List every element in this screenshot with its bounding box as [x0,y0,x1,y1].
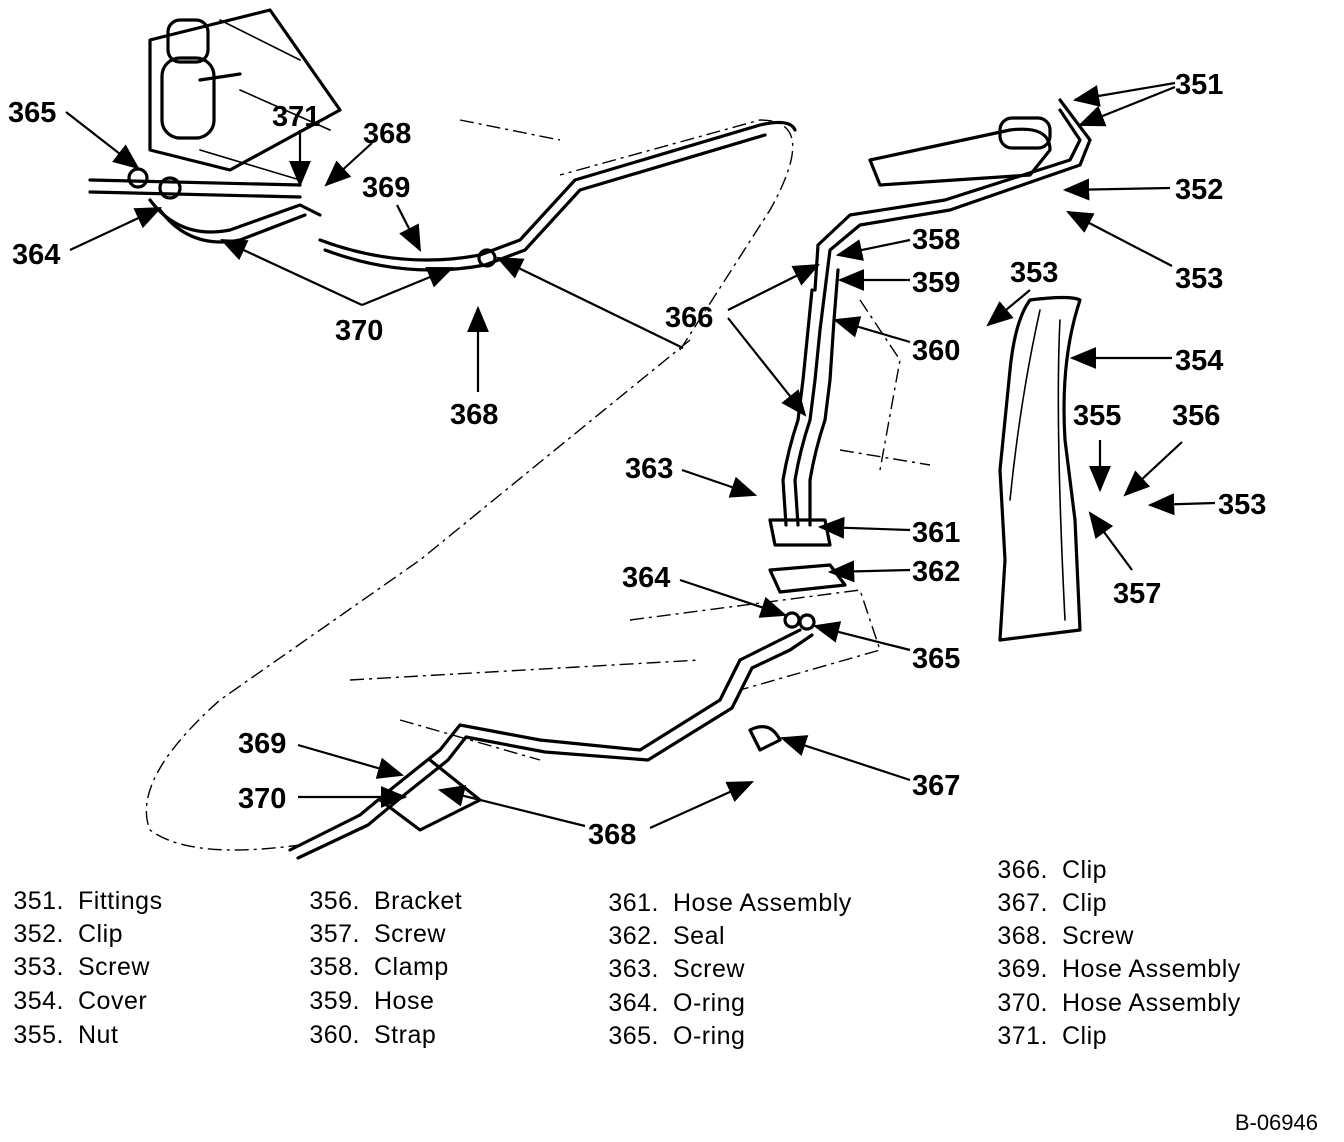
callout-370-a: 370 [335,315,383,347]
callout-360: 360 [912,335,960,367]
callout-364-a: 364 [622,562,670,594]
callout-363: 363 [625,453,673,485]
lower-hose-assembly [288,628,814,860]
figure-code: B-06946 [1234,1110,1318,1135]
callout-369-a: 369 [362,172,410,204]
callout-353-b: 353 [1010,257,1058,289]
vertical-hose-bundle [768,268,847,631]
floor-outline [349,589,881,761]
callout-353-c: 353 [1218,489,1266,521]
pump-assembly [88,8,342,200]
callout-368-b: 368 [450,399,498,431]
exploded-parts-diagram: 351 352 353 353 354 355 356 353 357 358 … [8,8,1266,860]
callout-365-b: 365 [8,97,56,129]
callout-368-c: 368 [588,819,636,851]
tunnel-outline [459,119,931,471]
vehicle-outline [145,119,794,851]
legend-item: 365.O-ring [608,1022,746,1050]
legend-item: 359.Hose [309,987,435,1015]
cover-panel [998,295,1082,642]
callout-355: 355 [1073,400,1121,432]
legend-item: 358.Clamp [309,953,449,981]
callout-353-a: 353 [1175,263,1223,295]
legend-item: 352.Clip [13,920,124,948]
legend-item: 355.Nut [13,1021,119,1049]
legend-item: 370.Hose Assembly [997,989,1241,1017]
callout-354: 354 [1175,345,1223,377]
callout-352: 352 [1175,174,1223,206]
legend-item: 364.O-ring [608,989,746,1017]
callout-364-b: 364 [12,239,60,271]
callout-leaders [65,81,1216,830]
legend-item: 354.Cover [13,987,148,1015]
legend-item: 362.Seal [608,922,726,950]
callout-369-b: 369 [238,728,286,760]
legend-item: 361.Hose Assembly [608,889,852,917]
callout-357: 357 [1113,578,1161,610]
callout-365-a: 365 [912,643,960,675]
legend-item: 369.Hose Assembly [997,955,1241,983]
legend-item: 360.Strap [309,1021,437,1049]
callout-356: 356 [1172,400,1220,432]
callout-358: 358 [912,224,960,256]
callout-351: 351 [1175,69,1223,101]
callout-371: 371 [272,101,320,133]
callout-366: 366 [665,302,713,334]
legend-item: 366.Clip [997,856,1108,884]
legend-item: 371.Clip [997,1022,1108,1050]
legend-item: 363.Screw [608,955,745,983]
legend-item: 357.Screw [309,920,446,948]
callout-370-b: 370 [238,783,286,815]
callout-362: 362 [912,556,960,588]
callout-359: 359 [912,267,960,299]
tank-fittings [813,98,1092,292]
callout-367: 367 [912,770,960,802]
callout-368-a: 368 [363,118,411,150]
legend-item: 368.Screw [997,922,1134,950]
legend-item: 356.Bracket [309,887,463,915]
callout-361: 361 [912,517,960,549]
legend-item: 367.Clip [997,889,1108,917]
legend-item: 353.Screw [13,953,150,981]
callout-labels: 351 352 353 353 354 355 356 353 357 358 … [8,69,1266,851]
legend-item: 351.Fittings [13,887,163,915]
